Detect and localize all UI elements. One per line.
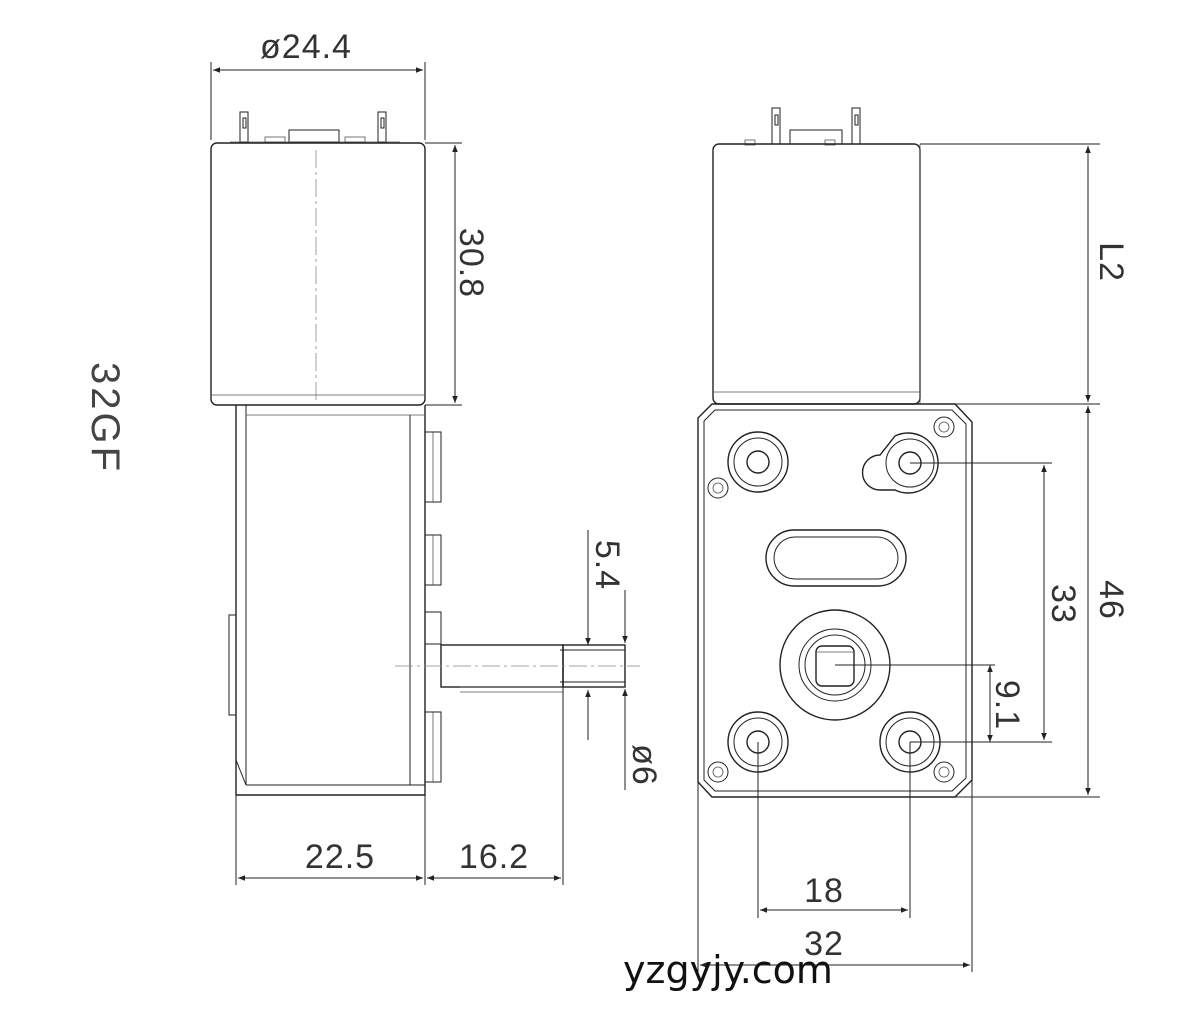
side-view: ø24.4 30.8 22.5 16.2 5.4 — [210, 28, 663, 885]
dim-motor-length: 30.8 — [425, 142, 490, 406]
dim-label-housing-width: 32 — [804, 925, 844, 963]
dim-label-gearbox-depth: 22.5 — [305, 838, 375, 876]
dim-shaft-section: 5.4 ø6 — [560, 530, 663, 790]
dim-housing-width: 32 — [697, 780, 973, 972]
gearbox-side — [228, 405, 442, 796]
motor-terminals — [230, 111, 400, 143]
dim-shaft-offset: 9.1 — [835, 664, 1026, 742]
website-text: yzgyjy.com — [623, 948, 833, 992]
dim-label-shaft-offset: 9.1 — [988, 680, 1026, 730]
dim-label-motor-diameter: ø24.4 — [260, 28, 352, 66]
motor-body — [210, 142, 426, 406]
dim-mount-vertical: 33 — [910, 462, 1082, 743]
dim-label-shaft-flat: 5.4 — [588, 540, 626, 590]
dim-label-mount-vertical: 33 — [1044, 584, 1082, 624]
motor-body-front — [712, 143, 921, 405]
motor-terminals-front — [744, 107, 870, 146]
dim-gearbox-shaft-length: 22.5 16.2 — [235, 687, 564, 885]
dim-label-housing-height: 46 — [1092, 580, 1130, 620]
model-label: 32GF — [83, 362, 127, 474]
dim-housing-height: 46 — [955, 403, 1130, 798]
dim-label-motor-length: 30.8 — [452, 228, 490, 298]
dim-label-mount-horizontal: 18 — [804, 872, 844, 910]
dim-label-shaft-diameter: ø6 — [625, 744, 663, 786]
dim-motor-length-side: L2 — [1010, 143, 1130, 402]
front-view: L2 46 33 9.1 18 — [697, 107, 1130, 972]
dim-motor-diameter: ø24.4 — [210, 28, 426, 140]
output-shaft — [395, 644, 640, 693]
dim-label-motor-length-side: L2 — [1092, 242, 1130, 282]
dim-label-shaft-length: 16.2 — [459, 838, 529, 876]
dim-mount-horizontal: 18 — [757, 742, 911, 918]
